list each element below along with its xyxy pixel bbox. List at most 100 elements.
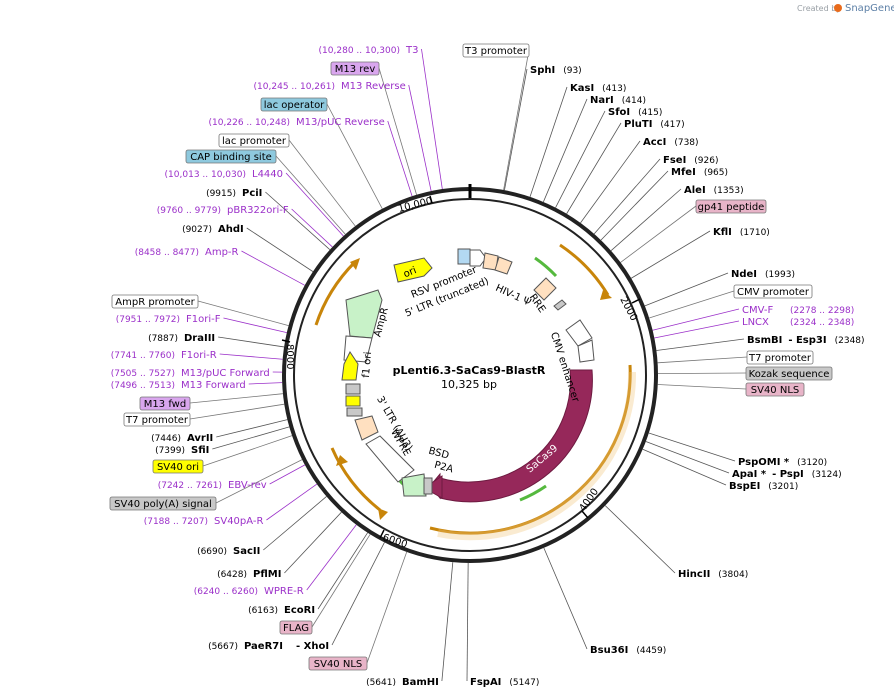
primer-label[interactable]: F1ori-R [181,350,217,361]
primer-label[interactable]: Amp-R [205,247,239,258]
primer-label[interactable]: M13/pUC Reverse [296,117,385,128]
enzyme-site[interactable]: SacII [233,546,260,557]
feature-callout[interactable]: AmpR promoter [111,294,199,309]
enzyme-site[interactable]: EcoRI [284,605,315,616]
enzyme-site[interactable]: PluTI [624,119,652,130]
primer-label[interactable]: M13 Reverse [341,81,406,92]
enzyme-site[interactable]: PflMI [253,569,281,580]
feature-callout[interactable]: FLAG [279,620,313,635]
cmv-promoter-box[interactable] [577,339,595,363]
ori-feature-arrow[interactable] [393,257,433,283]
enzyme-site[interactable]: - Esp3I [788,335,826,346]
rsv-promoter-arrow[interactable] [469,249,487,267]
enzyme-site[interactable]: KasI [570,83,594,94]
feature-callout[interactable]: lac promoter [218,133,290,148]
enzyme-site[interactable]: - XhoI [296,641,329,652]
primer-label[interactable]: EBV-rev [228,480,267,491]
rre-box[interactable] [533,277,557,301]
enzyme-site[interactable]: HincII [678,569,710,580]
leader-line [543,547,588,650]
enzyme-position: (9027) [182,225,212,235]
enzyme-site[interactable]: SfoI [608,107,630,118]
enzyme-position: (413) [602,84,626,94]
primer-label[interactable]: M13 Forward [181,380,246,391]
enzyme-site[interactable]: AvrII [187,433,213,444]
enzyme-site[interactable]: ApaI * [732,469,767,480]
enzyme-site[interactable]: NarI [590,95,614,106]
callout-label: gp41 peptide [698,202,765,213]
enzyme-site[interactable]: PspOMI * [738,457,790,468]
hiv-psi-box[interactable] [494,256,513,275]
feature-name: BSD [427,446,450,462]
enzyme-site[interactable]: SphI [530,65,555,76]
feature-callout[interactable]: M13 fwd [139,396,191,411]
enzyme-site[interactable]: BspEI [729,481,760,492]
enzyme-site[interactable]: - PspI [772,469,804,480]
feature-callout[interactable]: CAP binding site [185,149,277,164]
primer-label[interactable]: SV40pA-R [214,516,263,527]
primer-label[interactable]: CMV-F [742,305,773,316]
primer-range: (8458 .. 8477) [135,248,199,258]
bsd-feature-arrow[interactable] [401,473,427,497]
primer-label[interactable]: pBR322ori-F [227,205,289,216]
enzyme-site[interactable]: MfeI [671,167,696,178]
sacas9-feature-body[interactable] [439,369,593,503]
enzyme-site[interactable]: AccI [643,137,666,148]
sv40-promoter-box[interactable] [345,383,361,395]
feature-callout[interactable]: T7 promoter [123,412,191,427]
leader-line [555,110,606,208]
wpre-feature-box[interactable] [365,435,415,483]
callout-label: Kozak sequence [749,369,830,380]
feature-callout[interactable]: Kozak sequence [745,366,833,381]
primer-label[interactable]: M13/pUC Forward [181,368,270,379]
feature-callout[interactable]: gp41 peptide [695,199,767,214]
p2a-feature-box[interactable] [423,477,433,495]
feature-callout[interactable]: SV40 poly(A) signal [109,496,217,511]
feature-callout[interactable]: M13 rev [330,61,380,76]
primer-label[interactable]: L4440 [252,169,283,180]
enzyme-site[interactable]: PaeR7I [244,641,283,652]
ampr-feature-arrow[interactable] [345,289,383,339]
callout-box [260,97,328,112]
feature-callout[interactable]: SV40 ori [152,459,204,474]
enzyme-site[interactable]: FseI [663,155,686,166]
feature-callout[interactable]: lac operator [260,97,328,112]
polya-box[interactable] [346,407,363,417]
primer-range: (10,280 .. 10,300) [319,46,400,56]
enzyme-site[interactable]: SfiI [191,445,209,456]
enzyme-site[interactable]: BamHI [402,677,439,688]
feature-callout[interactable]: T7 promoter [746,350,814,365]
primer-label[interactable]: LNCX [742,317,769,328]
enzyme-site[interactable]: Bsu36I [590,645,628,656]
leader-line [642,448,727,486]
enzyme-site[interactable]: AleI [684,185,706,196]
leader-line [189,403,285,420]
enzyme-site[interactable]: NdeI [731,269,757,280]
enzyme-site[interactable]: FspAI [470,677,501,688]
feature-callout[interactable]: CMV promoter [733,284,813,299]
primer-label[interactable]: F1ori-F [186,314,221,325]
feature-callout[interactable]: SV40 NLS [745,382,805,397]
cmv-enhancer-arrow[interactable] [565,319,593,347]
enzyme-site[interactable]: AhdI [218,224,244,235]
outer-arc-sacas9 [429,364,632,535]
ltr-delta-u3-box[interactable] [354,415,379,441]
enzyme-position: (738) [674,138,698,148]
snapgene-brand[interactable]: SnapGene [845,3,894,14]
gp41-small-box[interactable] [553,299,567,311]
enzyme-site[interactable]: PciI [242,188,262,199]
primer-label[interactable]: T3 [405,45,418,56]
f1-ori-arrow[interactable] [341,351,359,381]
primer-label[interactable]: WPRE-R [264,586,304,597]
enzyme-site[interactable]: KflI [713,227,732,238]
lac-feature-box[interactable] [457,248,471,265]
feature-callout[interactable]: T3 promoter [462,43,530,58]
feature-callout[interactable]: SV40 NLS [308,656,368,671]
enzyme-position: (3120) [797,458,827,468]
sv40-ori-box[interactable] [345,395,361,407]
leader-line [189,393,283,404]
enzyme-site[interactable]: BsmBI [747,335,782,346]
tick-label-6000: 6000 [381,532,409,550]
enzyme-site[interactable]: DraIII [184,333,215,344]
